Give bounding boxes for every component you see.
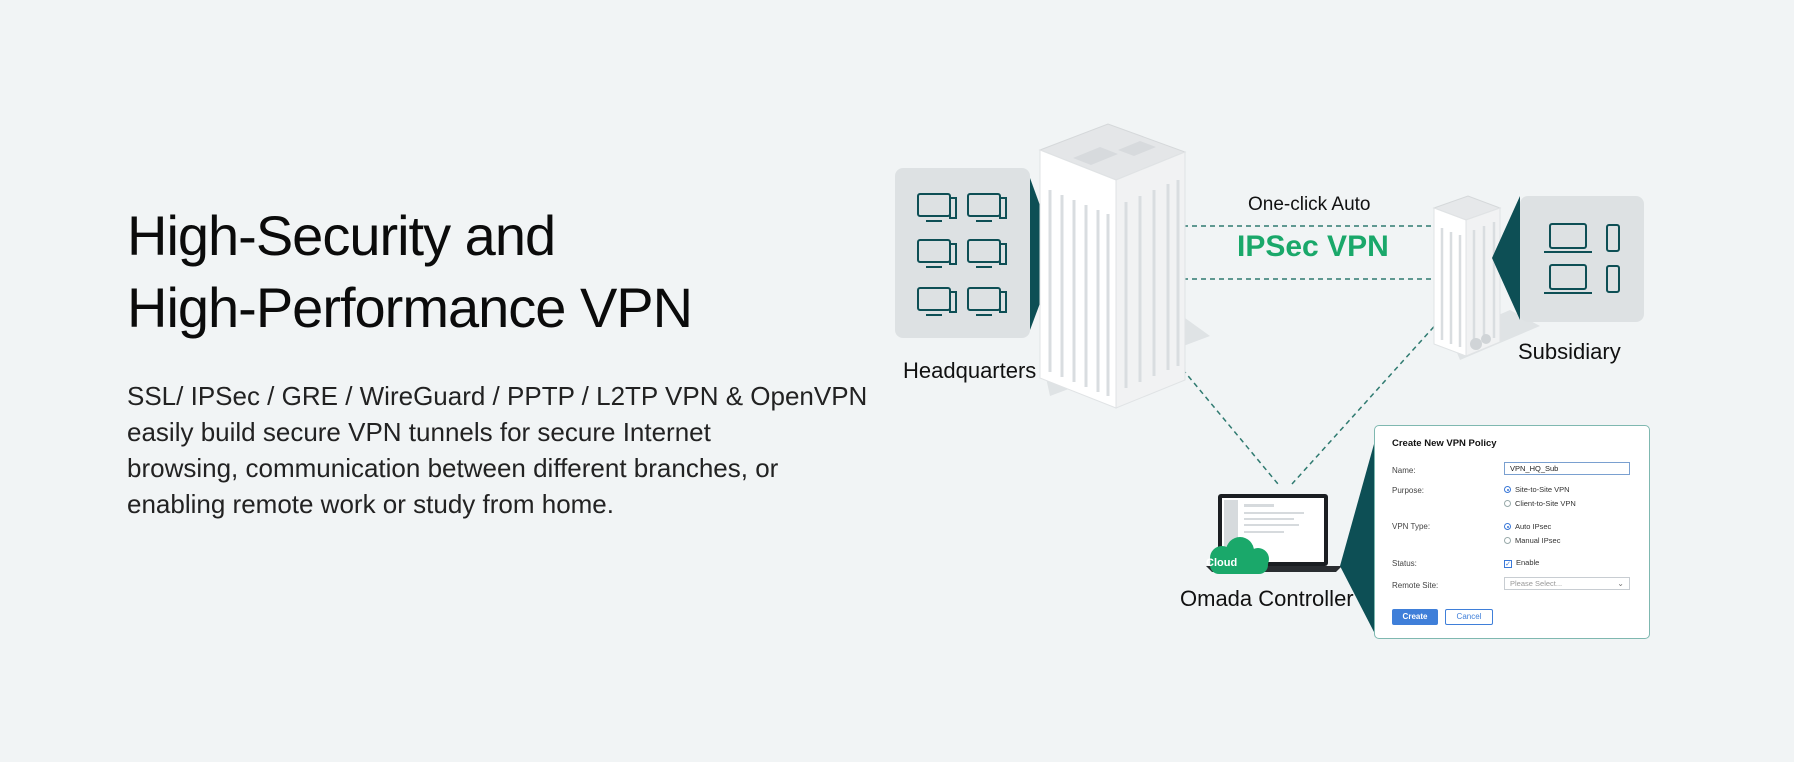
laptop-icon	[1544, 223, 1592, 253]
purpose-option-label: Client-to-Site VPN	[1515, 499, 1576, 508]
desktop-icon	[967, 193, 1007, 222]
phone-icon	[1606, 265, 1620, 293]
cloud-icon	[1210, 537, 1269, 574]
vpn-type-label: VPN Type:	[1392, 522, 1431, 531]
checkmark-icon: ✓	[1504, 560, 1512, 568]
radio-icon	[1504, 500, 1511, 507]
purpose-option-label: Site-to-Site VPN	[1515, 485, 1570, 494]
page-title: High-Security and High-Performance VPN	[127, 200, 867, 344]
purpose-option-client-to-site[interactable]: Client-to-Site VPN	[1504, 499, 1576, 508]
tunnel-caption: One-click Auto	[1248, 194, 1371, 215]
purpose-label: Purpose:	[1392, 486, 1425, 495]
controller-label: Omada Controller	[1180, 586, 1354, 611]
purpose-option-site-to-site[interactable]: Site-to-Site VPN	[1504, 485, 1570, 494]
remote-site-select[interactable]: Please Select... ⌄	[1504, 577, 1630, 590]
name-label: Name:	[1392, 466, 1416, 475]
hq-label: Headquarters	[903, 358, 1037, 383]
status-option-label: Enable	[1516, 558, 1540, 567]
cancel-button[interactable]: Cancel	[1445, 609, 1493, 625]
laptop-icon	[1544, 264, 1592, 294]
status-enable-checkbox[interactable]: ✓ Enable	[1504, 558, 1539, 568]
desktop-icon	[917, 287, 957, 316]
create-button[interactable]: Create	[1392, 609, 1438, 625]
hq-building	[1038, 123, 1210, 409]
phone-icon	[1606, 224, 1620, 252]
desktop-icon	[917, 239, 957, 268]
dialog-title: Create New VPN Policy	[1392, 438, 1497, 449]
subsidiary-building	[1432, 195, 1540, 360]
description: SSL/ IPSec / GRE / WireGuard / PPTP / L2…	[127, 378, 867, 522]
chevron-down-icon: ⌄	[1617, 579, 1624, 588]
description-line-1: SSL/ IPSec / GRE / WireGuard / PPTP / L2…	[127, 381, 868, 411]
remote-site-label: Remote Site:	[1392, 581, 1439, 590]
status-label: Status:	[1392, 559, 1417, 568]
title-line-1: High-Security and	[127, 204, 556, 267]
title-line-2: High-Performance VPN	[127, 276, 693, 339]
hq-devices-panel	[895, 168, 1058, 338]
description-line-2: easily build secure VPN tunnels for secu…	[127, 417, 711, 447]
remote-site-placeholder: Please Select...	[1510, 579, 1563, 588]
vpn-type-option-label: Manual IPsec	[1515, 536, 1561, 545]
cloud-badge-label: Cloud	[1206, 557, 1238, 569]
vpn-type-option-label: Auto IPsec	[1515, 522, 1552, 531]
description-line-3: browsing, communication between differen…	[127, 453, 779, 483]
desktop-icon	[917, 193, 957, 222]
hero-text: High-Security and High-Performance VPN S…	[127, 200, 867, 522]
subsidiary-devices-panel	[1492, 196, 1644, 322]
radio-selected-icon	[1504, 523, 1511, 530]
subsidiary-label: Subsidiary	[1518, 339, 1621, 364]
vpn-type-option-auto[interactable]: Auto IPsec	[1504, 522, 1551, 531]
name-input[interactable]: VPN_HQ_Sub	[1504, 462, 1630, 475]
radio-selected-icon	[1504, 486, 1511, 493]
vpn-policy-dialog: Create New VPN Policy Name: VPN_HQ_Sub P…	[1374, 425, 1650, 639]
desktop-icon	[967, 239, 1007, 268]
desktop-icon	[967, 287, 1007, 316]
tunnel-name: IPSec VPN	[1237, 230, 1389, 263]
description-line-4: enabling remote work or study from home.	[127, 489, 614, 519]
vpn-type-option-manual[interactable]: Manual IPsec	[1504, 536, 1560, 545]
radio-icon	[1504, 537, 1511, 544]
